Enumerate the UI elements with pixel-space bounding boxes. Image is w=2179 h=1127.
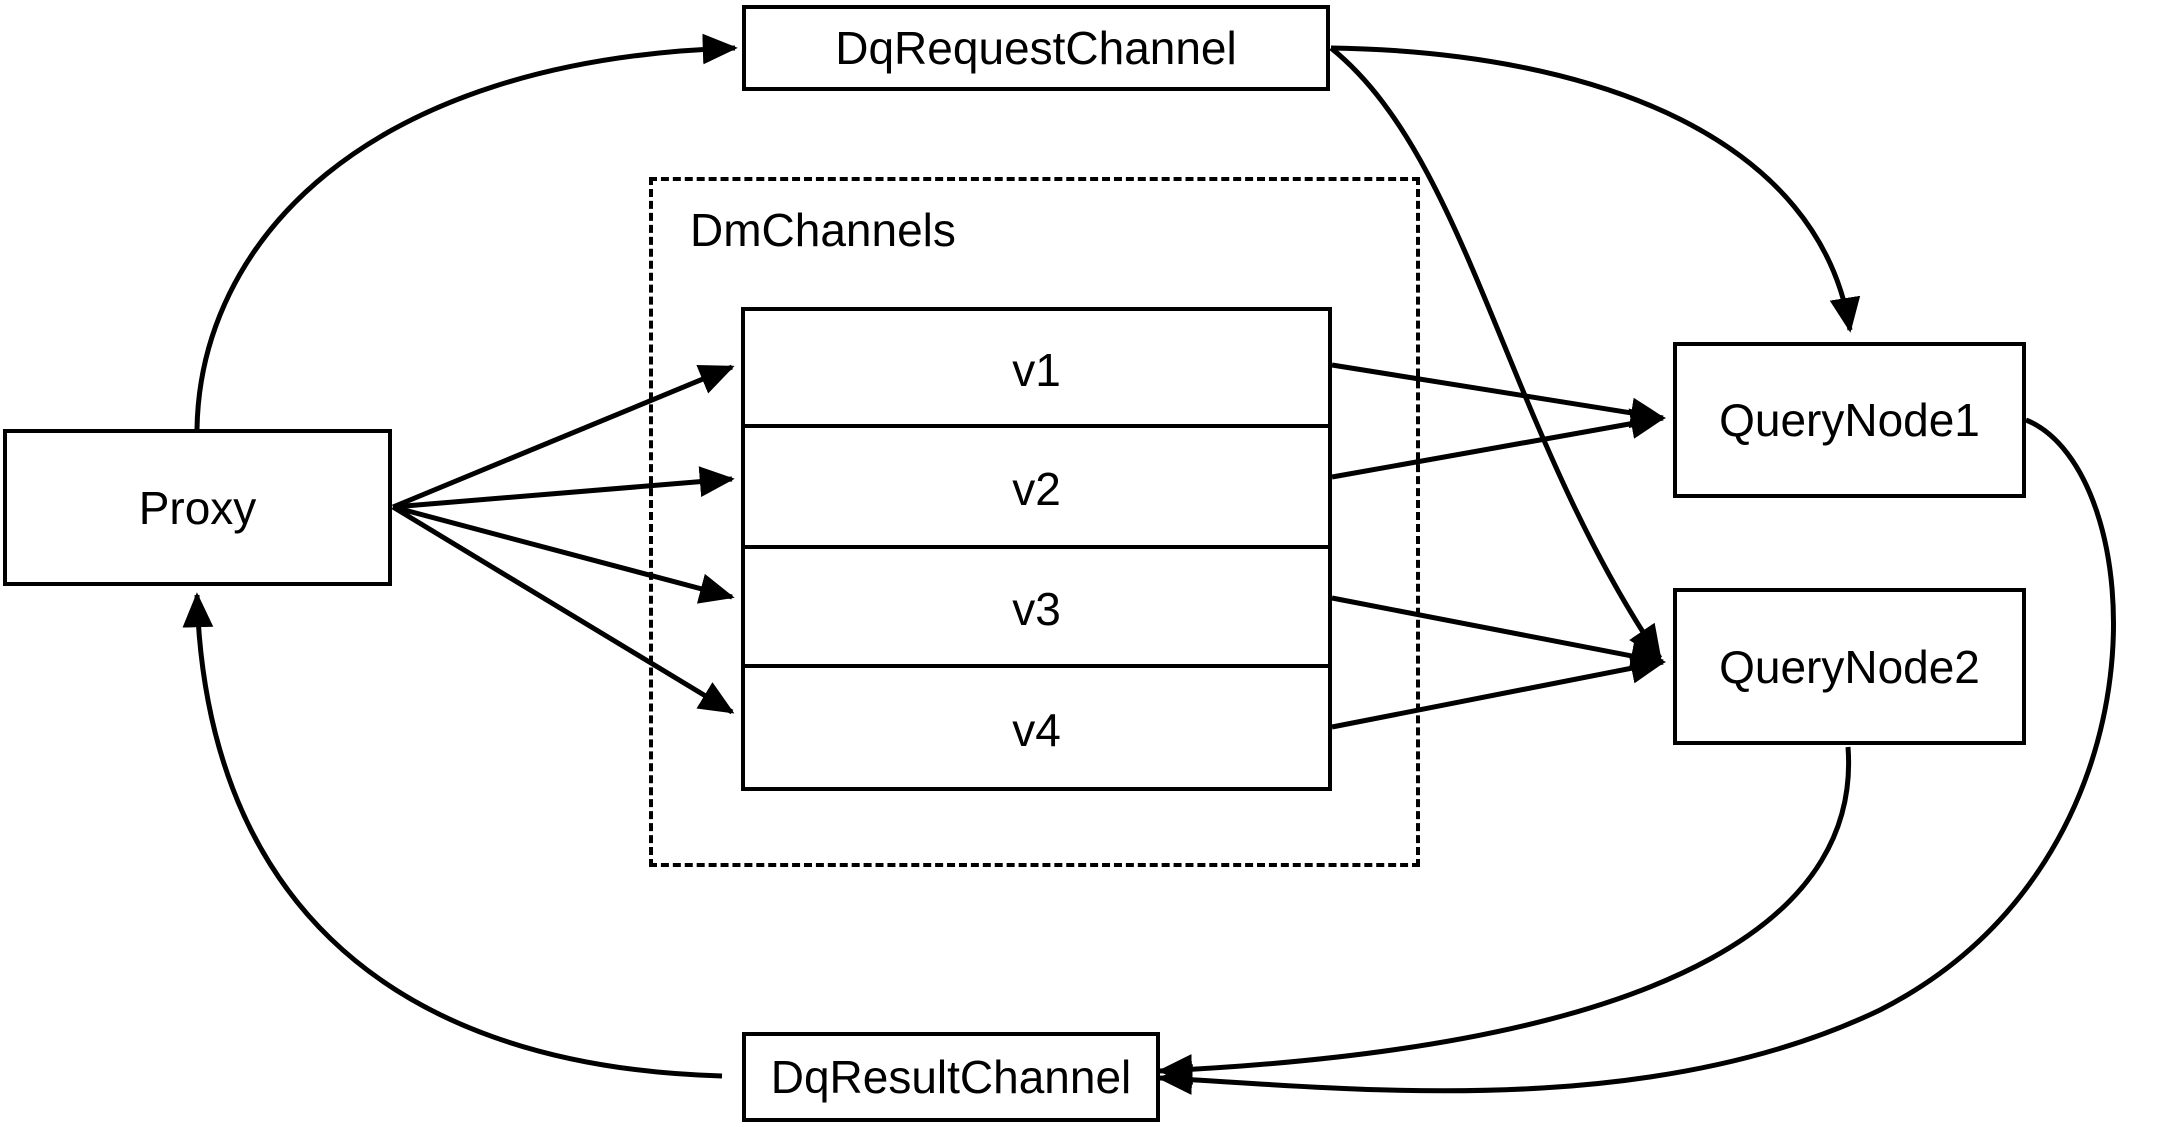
channel-divider-1 — [745, 424, 1328, 428]
node-querynode2[interactable]: QueryNode2 — [1673, 588, 2026, 745]
channel-row-v3[interactable]: v3 — [745, 549, 1328, 668]
node-querynode1[interactable]: QueryNode1 — [1673, 342, 2026, 498]
channel-divider-2 — [745, 545, 1328, 549]
edge-proxy-to-v2 — [392, 466, 735, 510]
edge-dqresultchannel-to-proxy — [182, 592, 723, 1079]
dmchannels-group-label: DmChannels — [690, 204, 956, 256]
node-proxy[interactable]: Proxy — [3, 429, 392, 586]
node-querynode1-label: QueryNode1 — [1719, 394, 1980, 446]
edge-proxy-to-v4 — [391, 504, 735, 715]
channel-row-v1[interactable]: v1 — [745, 311, 1328, 428]
channel-row-v4[interactable]: v4 — [745, 668, 1328, 791]
edge-proxy-to-v1 — [392, 364, 735, 510]
channel-label-v3: v3 — [1012, 582, 1061, 635]
dmchannels-stack: v1 v2 v3 v4 — [741, 307, 1332, 791]
node-dqresultchannel[interactable]: DqResultChannel — [742, 1032, 1160, 1122]
node-proxy-label: Proxy — [138, 481, 257, 534]
edge-v2-to-querynode1 — [1331, 408, 1666, 480]
edge-v4-to-querynode2 — [1331, 653, 1666, 730]
dmchannels-group — [649, 177, 1420, 867]
node-dqrequestchannel-label: DqRequestChannel — [835, 22, 1237, 74]
edge-dqrequestchannel-to-querynode1 — [1330, 45, 1861, 333]
edge-v3-to-querynode2 — [1331, 595, 1666, 672]
edge-v1-to-querynode1 — [1331, 362, 1666, 429]
node-querynode2-label: QueryNode2 — [1719, 640, 1980, 693]
channel-divider-3 — [745, 664, 1328, 668]
node-dqresultchannel-label: DqResultChannel — [770, 1051, 1132, 1103]
channel-label-v1: v1 — [1012, 343, 1061, 396]
edge-querynode2-to-dqresultchannel — [1157, 746, 1852, 1085]
edge-proxy-to-dqrequestchannel — [194, 33, 738, 430]
edge-dqrequestchannel-to-querynode2 — [1329, 46, 1663, 661]
node-dqrequestchannel[interactable]: DqRequestChannel — [742, 5, 1330, 91]
channel-label-v4: v4 — [1012, 703, 1061, 756]
edge-querynode1-to-dqresultchannel — [1157, 417, 2116, 1095]
channel-label-v2: v2 — [1012, 462, 1061, 515]
edge-proxy-to-v3 — [392, 504, 735, 604]
channel-row-v2[interactable]: v2 — [745, 428, 1328, 549]
